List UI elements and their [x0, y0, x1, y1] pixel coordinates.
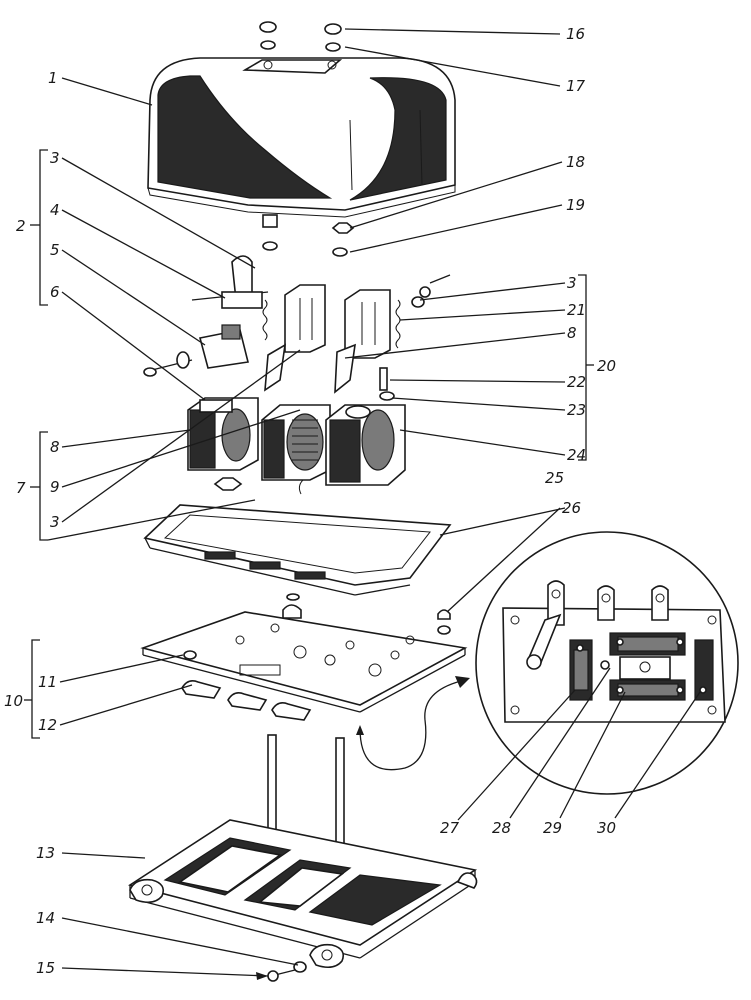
label-3-right: 3 [567, 274, 577, 292]
label-3-top: 3 [50, 149, 60, 167]
label-3-lower: 3 [50, 513, 60, 531]
label-17: 17 [566, 77, 586, 95]
leader-lines [47, 28, 701, 980]
label-12: 12 [38, 716, 57, 734]
label-26: 26 [562, 499, 581, 517]
base-screw [267, 961, 307, 982]
label-29: 29 [543, 819, 562, 837]
base-plate [140, 611, 468, 721]
contact-mechanism [143, 255, 451, 401]
cover-nuts [259, 21, 355, 257]
label-13: 13 [36, 844, 55, 862]
label-9: 9 [50, 478, 60, 496]
label-6: 6 [50, 283, 60, 301]
label-10: 10 [4, 692, 23, 710]
inset-detail [475, 531, 739, 795]
relay-coils [187, 397, 406, 495]
base-frame [128, 819, 478, 969]
label-4: 4 [50, 201, 60, 219]
label-18: 18 [566, 153, 585, 171]
label-30: 30 [597, 819, 616, 837]
label-2: 2 [16, 217, 26, 235]
label-28: 28 [492, 819, 511, 837]
label-24: 24 [567, 446, 586, 464]
label-14: 14 [36, 909, 55, 927]
label-20: 20 [597, 357, 616, 375]
label-25: 25 [545, 469, 564, 487]
group-brackets [24, 149, 594, 739]
label-8-right: 8 [567, 324, 577, 342]
label-23: 23 [567, 401, 586, 419]
label-5: 5 [50, 241, 60, 259]
label-7: 7 [16, 479, 26, 497]
label-15: 15 [36, 959, 55, 977]
label-11: 11 [38, 673, 57, 691]
label-27: 27 [440, 819, 460, 837]
label-19: 19 [566, 196, 585, 214]
gasket [143, 504, 452, 596]
label-21: 21 [567, 301, 586, 319]
label-16: 16 [566, 25, 585, 43]
part-labels: 1 2 3 4 5 6 7 8 9 3 10 11 12 13 14 15 16… [4, 25, 616, 977]
label-22: 22 [567, 373, 586, 391]
cover [147, 57, 456, 218]
label-8-left: 8 [50, 438, 60, 456]
label-1: 1 [48, 69, 58, 87]
callout-arrow [356, 676, 470, 771]
